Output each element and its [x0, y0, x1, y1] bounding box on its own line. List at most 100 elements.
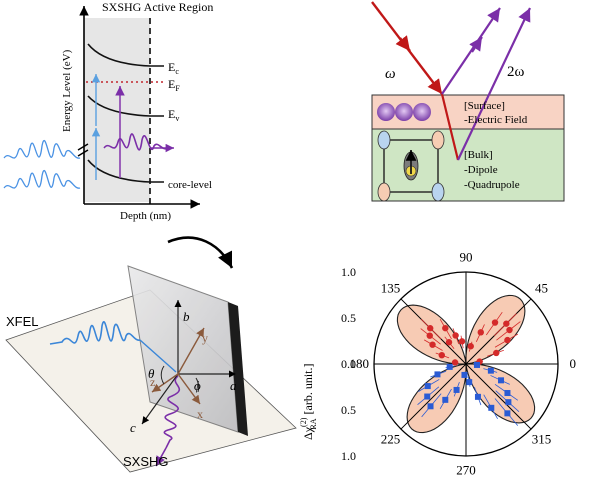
- xfel-pulse: [49, 321, 141, 345]
- polar-angle-label: 90: [460, 249, 473, 264]
- polar-data-point: [477, 329, 484, 336]
- polar-angle-label: 315: [532, 431, 552, 446]
- polar-angle-label: 0: [569, 356, 576, 371]
- active-region-shade: [84, 18, 150, 202]
- polar-spoke: [400, 363, 467, 430]
- atom-bottom-left: [377, 182, 391, 202]
- bulk-quadrupole-label: -Quadrupole: [464, 179, 520, 191]
- incident-beam-mid-arrow: [395, 35, 411, 52]
- axis-z: [151, 373, 179, 393]
- surface-charge-3: [413, 103, 431, 121]
- axis-z-label: z: [150, 375, 155, 389]
- axis-y-label: y: [202, 331, 208, 345]
- polar-data-point: [487, 367, 494, 374]
- polar-radial-tick-label: 1.0: [341, 265, 356, 279]
- phi-label: ϕ: [194, 378, 201, 393]
- bulk-unit-cell: [383, 139, 439, 193]
- polar-angle-label: 180: [350, 356, 370, 371]
- xfel-label: XFEL: [6, 314, 39, 329]
- sxshg-label: SXSHG: [123, 454, 169, 469]
- polar-data-point: [438, 351, 445, 359]
- bulk-dipole-label: -Dipole: [464, 164, 498, 176]
- incident-pulse-1: [3, 139, 81, 159]
- surface-charge-2: [395, 103, 413, 121]
- polar-angle-label: 135: [381, 281, 401, 296]
- conduction-band-edge: [87, 43, 164, 67]
- polar-data-point: [488, 404, 495, 411]
- polar-data-point: [424, 383, 431, 390]
- refracted-beam: [440, 93, 460, 161]
- ec-label: Ec: [168, 60, 179, 76]
- polar-data-point: [426, 332, 433, 339]
- polar-radial-tick-label: 1.0: [341, 449, 356, 463]
- polar-data-point: [458, 338, 466, 345]
- surface-field-label: -Electric Field: [464, 114, 528, 126]
- polar-radial-tick-label: 0.5: [341, 403, 356, 417]
- polar-radial-tick-label: 0.0: [341, 357, 356, 371]
- theta-label: θ: [148, 366, 155, 381]
- core-level-line: [87, 159, 164, 183]
- shg-beam-bulk: [457, 7, 531, 161]
- polar-data-point: [446, 363, 453, 370]
- incident-pulse-2: [3, 169, 81, 189]
- polar-data-point: [504, 336, 511, 344]
- polar-data-point: [491, 319, 499, 326]
- polar-chart: Δχ(2)RA[arb. unit.] 90450315270225180135…: [299, 249, 576, 477]
- bulk-label: [Bulk]: [464, 149, 493, 161]
- polar-data-point: [474, 393, 481, 400]
- polar-data-point: [504, 390, 511, 397]
- polar-data-point: [427, 403, 434, 410]
- polar-data-point: [442, 324, 449, 332]
- polar-data-point: [498, 377, 505, 384]
- polar-data-point: [452, 332, 459, 339]
- atom-top-left: [377, 130, 391, 150]
- sxshg-pulse-direction: [155, 447, 167, 467]
- axis-x: [177, 373, 201, 405]
- panel-surface-bulk: ω 2ω [Surface] -Electric Field [Bulk] -D…: [371, 1, 565, 202]
- atom-top-right: [431, 130, 445, 150]
- polar-data-point: [429, 341, 436, 348]
- ev-label: Ev: [168, 107, 179, 123]
- surface-label: [Surface]: [464, 100, 505, 112]
- depth-axis-label: Depth (nm): [120, 210, 171, 222]
- axis-x-label: x: [197, 407, 203, 421]
- xfel-beam: [139, 339, 177, 373]
- panel-a-title: SXSHG Active Region: [102, 0, 213, 14]
- energy-axis-label: Energy Level (eV): [61, 49, 73, 132]
- panel-geometry: XFEL SXSHG b a c y x z θ ϕ: [5, 236, 297, 473]
- surface-charge-1: [377, 103, 395, 121]
- polar-data-point: [442, 396, 449, 403]
- shg-beam-surface: [441, 7, 501, 95]
- axis-break-2: [77, 149, 89, 157]
- panel-energy-diagram: SXSHG Active Region Energy Level (eV) De…: [3, 0, 213, 222]
- polar-data-point: [506, 326, 513, 334]
- polar-data-point: [434, 371, 441, 378]
- phi-arc: [195, 377, 200, 393]
- polar-data-point: [467, 343, 474, 350]
- axis-c: [141, 373, 179, 425]
- polar-data-point: [445, 339, 453, 346]
- polar-spoke: [465, 363, 532, 430]
- polar-data-point: [493, 349, 500, 357]
- valence-band-edge: [87, 95, 164, 117]
- polar-data-point: [466, 379, 473, 386]
- polar-data-point: [424, 393, 431, 400]
- axis-a-label: a: [230, 378, 237, 393]
- polar-radial-tick-label: 0.5: [341, 311, 356, 325]
- axis-y: [177, 327, 205, 375]
- two-omega-label: 2ω: [507, 64, 525, 80]
- polar-data-point: [504, 410, 511, 417]
- sample-slab-edge: [228, 302, 248, 436]
- polar-angle-label: 45: [535, 281, 548, 296]
- polar-data-point: [473, 361, 480, 368]
- core-level-label: core-level: [168, 179, 212, 191]
- shg-beam-mid-arrow: [469, 36, 483, 53]
- axis-b-label: b: [183, 309, 190, 324]
- omega-label: ω: [385, 66, 396, 82]
- rotation-arrow: [167, 236, 234, 269]
- polar-data-point: [453, 386, 460, 393]
- sxshg-pulse: [163, 375, 180, 449]
- polar-data-point: [503, 320, 510, 327]
- axis-break: [77, 143, 89, 151]
